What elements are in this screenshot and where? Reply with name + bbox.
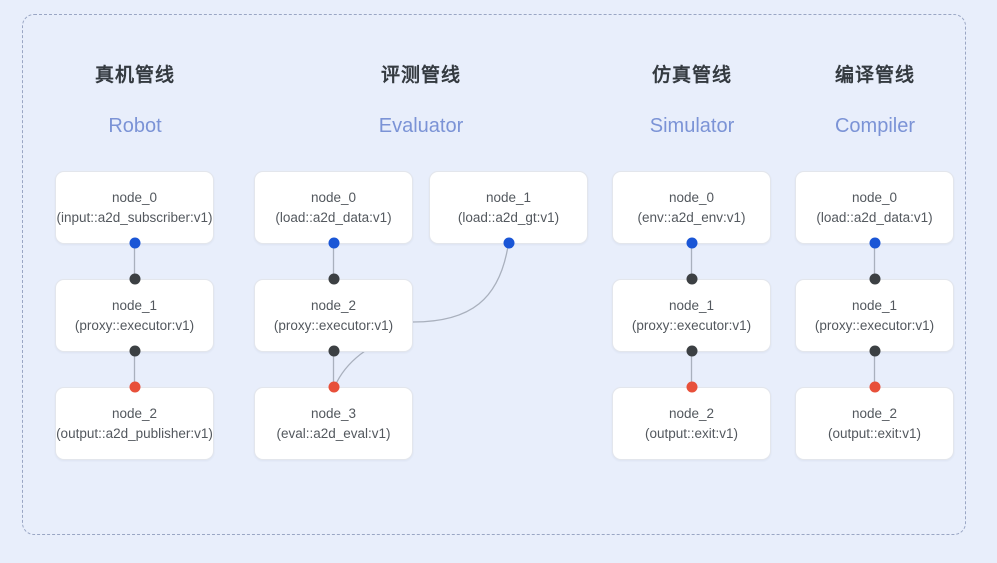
node-simulator-1[interactable]: node_1 (proxy::executor:v1) bbox=[612, 279, 771, 352]
port-robot-1-in bbox=[129, 273, 140, 285]
node-label: node_1 bbox=[485, 189, 532, 205]
node-label: node_1 bbox=[851, 297, 898, 313]
node-spec: (proxy::executor:v1) bbox=[631, 317, 752, 333]
node-label: node_0 bbox=[668, 189, 715, 205]
port-simulator-0-out bbox=[686, 237, 697, 249]
port-evaluator-2-in bbox=[328, 273, 339, 285]
node-label: node_2 bbox=[310, 297, 357, 313]
node-label: node_0 bbox=[111, 189, 158, 205]
diagram-dashed-frame bbox=[22, 14, 966, 535]
node-spec: (eval::a2d_eval:v1) bbox=[276, 425, 391, 441]
node-simulator-2[interactable]: node_2 (output::exit:v1) bbox=[612, 387, 771, 460]
port-compiler-1-in bbox=[869, 273, 880, 285]
node-label: node_2 bbox=[851, 405, 898, 421]
node-evaluator-1[interactable]: node_1 (load::a2d_gt:v1) bbox=[429, 171, 588, 244]
node-spec: (env::a2d_env:v1) bbox=[637, 209, 746, 225]
node-spec: (output::a2d_publisher:v1) bbox=[56, 425, 213, 441]
node-spec: (input::a2d_subscriber:v1) bbox=[56, 209, 213, 225]
node-robot-0[interactable]: node_0 (input::a2d_subscriber:v1) bbox=[55, 171, 214, 244]
node-label: node_0 bbox=[310, 189, 357, 205]
node-spec: (load::a2d_gt:v1) bbox=[457, 209, 560, 225]
node-evaluator-0[interactable]: node_0 (load::a2d_data:v1) bbox=[254, 171, 413, 244]
node-spec: (output::exit:v1) bbox=[827, 425, 922, 441]
node-label: node_2 bbox=[111, 405, 158, 421]
port-simulator-1-out bbox=[686, 345, 697, 357]
node-label: node_3 bbox=[310, 405, 357, 421]
node-spec: (proxy::executor:v1) bbox=[814, 317, 935, 333]
node-simulator-0[interactable]: node_0 (env::a2d_env:v1) bbox=[612, 171, 771, 244]
node-spec: (proxy::executor:v1) bbox=[74, 317, 195, 333]
node-robot-1[interactable]: node_1 (proxy::executor:v1) bbox=[55, 279, 214, 352]
node-label: node_1 bbox=[111, 297, 158, 313]
port-robot-1-out bbox=[129, 345, 140, 357]
node-evaluator-3[interactable]: node_3 (eval::a2d_eval:v1) bbox=[254, 387, 413, 460]
node-label: node_1 bbox=[668, 297, 715, 313]
port-evaluator-2-out bbox=[328, 345, 339, 357]
node-spec: (load::a2d_data:v1) bbox=[816, 209, 933, 225]
port-robot-0-out bbox=[129, 237, 140, 249]
node-label: node_2 bbox=[668, 405, 715, 421]
port-evaluator-1-out bbox=[503, 237, 514, 249]
port-robot-2-in bbox=[129, 381, 140, 393]
node-spec: (proxy::executor:v1) bbox=[273, 317, 394, 333]
node-label: node_0 bbox=[851, 189, 898, 205]
node-compiler-1[interactable]: node_1 (proxy::executor:v1) bbox=[795, 279, 954, 352]
port-simulator-1-in bbox=[686, 273, 697, 285]
port-compiler-1-out bbox=[869, 345, 880, 357]
node-robot-2[interactable]: node_2 (output::a2d_publisher:v1) bbox=[55, 387, 214, 460]
port-evaluator-0-out bbox=[328, 237, 339, 249]
node-compiler-0[interactable]: node_0 (load::a2d_data:v1) bbox=[795, 171, 954, 244]
port-evaluator-3-in bbox=[328, 381, 339, 393]
port-compiler-2-in bbox=[869, 381, 880, 393]
node-spec: (load::a2d_data:v1) bbox=[275, 209, 392, 225]
node-spec: (output::exit:v1) bbox=[644, 425, 739, 441]
port-simulator-2-in bbox=[686, 381, 697, 393]
node-compiler-2[interactable]: node_2 (output::exit:v1) bbox=[795, 387, 954, 460]
port-compiler-0-out bbox=[869, 237, 880, 249]
node-evaluator-2[interactable]: node_2 (proxy::executor:v1) bbox=[254, 279, 413, 352]
